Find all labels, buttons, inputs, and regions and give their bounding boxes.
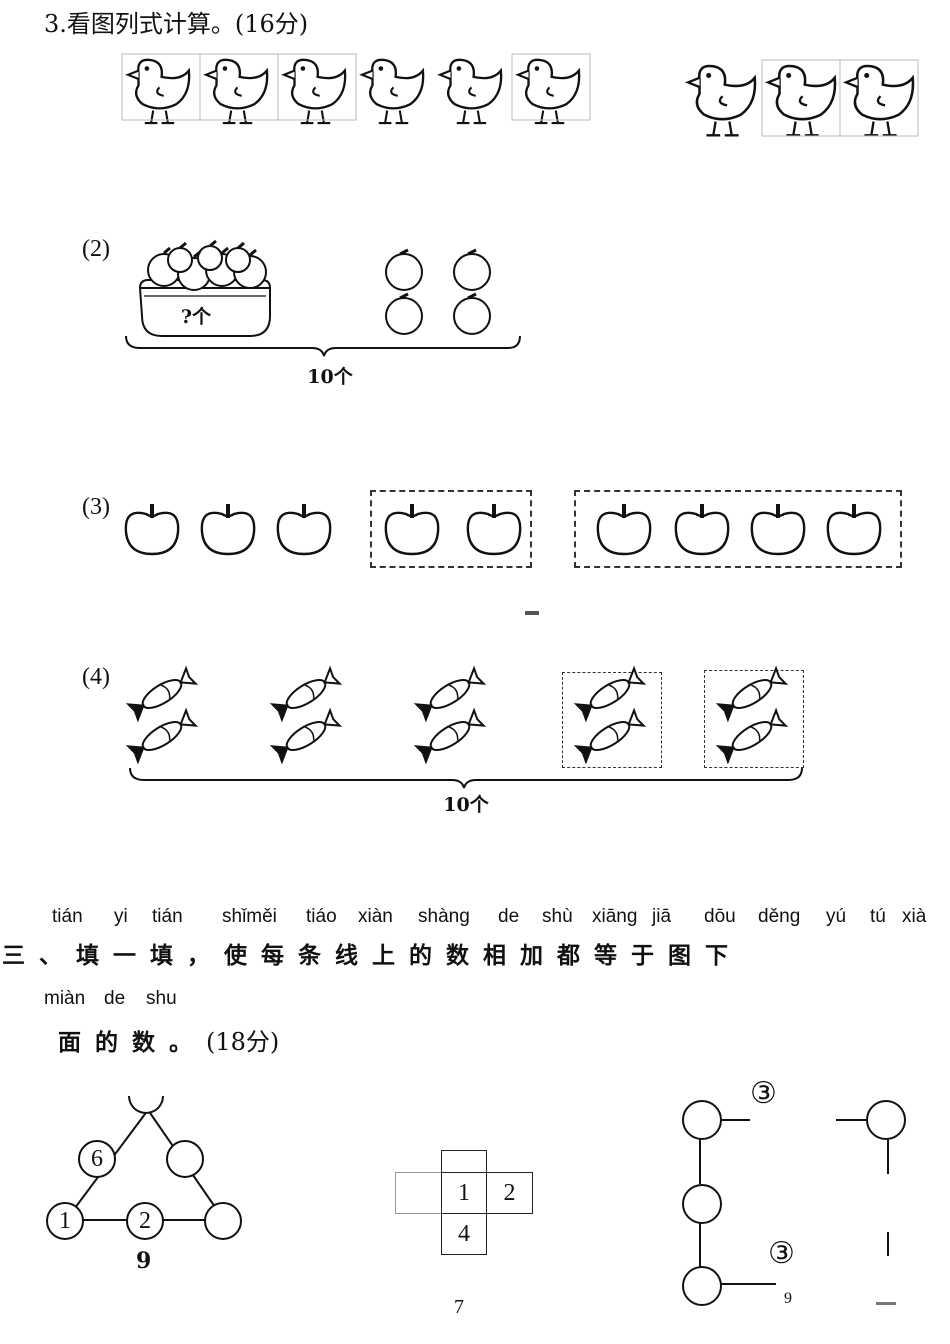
q4-total-label: 10个 (443, 794, 489, 816)
candy-icon (269, 707, 343, 765)
basket-icon (138, 279, 271, 337)
cross-left-cell[interactable] (395, 1172, 442, 1214)
triangle-left-mid-circle[interactable]: 6 (78, 1140, 116, 1178)
candy-icon (715, 707, 789, 765)
chick-icon (125, 58, 191, 125)
pinyin-syllable: tián (152, 906, 183, 927)
apple-icon (384, 504, 440, 556)
pinyin-syllable: jiā (652, 906, 672, 927)
cross-top-cell[interactable] (441, 1150, 487, 1172)
triangle-bottom-right-circle[interactable] (204, 1202, 242, 1240)
apple-icon (466, 504, 522, 556)
dashed-group-box (704, 670, 804, 768)
apple-icon (750, 504, 806, 556)
apple-icon (200, 504, 256, 556)
triangle-right-mid-circle[interactable] (166, 1140, 204, 1178)
pinyin-syllable: tián (52, 906, 83, 927)
pinyin-syllable: yú (826, 906, 847, 927)
pinyin-syllable: de (498, 906, 520, 927)
pinyin-syllable: xià (902, 906, 927, 927)
apple-icon (276, 504, 332, 556)
square-sum-label: 9 (784, 1290, 792, 1307)
pinyin-syllable: tú (870, 906, 886, 927)
cross-bottom-cell[interactable]: 4 (441, 1213, 487, 1255)
pinyin-syllable: tiáo (306, 906, 337, 927)
triangle-bottom-left-circle[interactable]: 1 (46, 1202, 84, 1240)
chick-icon (764, 64, 837, 137)
q3-apples (124, 504, 882, 556)
candy-icon (125, 707, 199, 765)
pinyin-syllable: dōu (704, 906, 736, 927)
section-3-heading-line-1: 三、填一填，使每条线上的数相加都等于图下 (2, 943, 742, 969)
q4-candies (125, 665, 789, 765)
pinyin-syllable: shǐměi (222, 906, 277, 927)
pinyin-syllable: shù (542, 906, 573, 927)
chick-icon (842, 64, 915, 137)
section-3-heading-line-2-wrap: 面的数。(18分) (58, 1022, 279, 1057)
dashed-group-box (562, 672, 662, 768)
candy-icon (269, 665, 343, 723)
chick-icon (359, 58, 425, 125)
pinyin-syllable: xiāng (592, 906, 638, 927)
square-top-value[interactable]: ③ (750, 1076, 777, 1111)
dashed-group-box (574, 490, 902, 568)
section-3-points: (18分) (206, 1028, 280, 1056)
q2-figure (125, 239, 521, 357)
scan-mark (525, 611, 539, 615)
basket-apples-icon (147, 245, 267, 291)
pinyin-syllable: yi (114, 906, 128, 927)
pinyin-syllable: xiàn (358, 906, 393, 927)
candy-icon (715, 665, 789, 723)
pinyin-syllable: děng (758, 906, 801, 927)
pinyin-syllable: de (104, 988, 126, 1009)
q2-total-label: 10个 (307, 366, 353, 388)
candy-icon (573, 707, 647, 765)
cross-center-cell[interactable]: 1 (441, 1172, 487, 1214)
chick-icon (281, 58, 347, 125)
question-3-label: (3) (82, 494, 110, 520)
question-2-label: (2) (82, 236, 110, 262)
pinyin-syllable: shàng (418, 906, 470, 927)
square-top-left-circle[interactable] (682, 1100, 722, 1140)
apple-icon (826, 504, 882, 556)
pinyin-syllable: miàn (44, 988, 86, 1009)
cross-right-cell[interactable]: 2 (486, 1172, 533, 1214)
brace-line (125, 335, 521, 357)
chick-icon (684, 64, 757, 137)
square-lines (699, 1119, 889, 1285)
question-4-label: (4) (82, 664, 110, 690)
chick-icon (515, 58, 581, 125)
loose-apples-icon (385, 253, 491, 335)
cross-sum-label: 7 (454, 1296, 464, 1318)
chicks-drawing (121, 53, 919, 137)
chick-icon (203, 58, 269, 125)
candy-icon (125, 665, 199, 723)
apple-icon (674, 504, 730, 556)
chick-icon (437, 58, 503, 125)
candy-icon (413, 665, 487, 723)
square-left-mid-circle[interactable] (682, 1184, 722, 1224)
q4-brace (129, 767, 803, 789)
basket-question-label: ?个 (180, 306, 212, 328)
section-title: 3.看图列式计算。(16分) (44, 10, 309, 38)
apple-icon (596, 504, 652, 556)
section-3-heading-line-2: 面的数。 (58, 1030, 206, 1056)
square-bottom-left-circle[interactable] (682, 1266, 722, 1306)
apple-icon (124, 504, 180, 556)
square-top-right-circle[interactable] (866, 1100, 906, 1140)
triangle-sum-label: 9 (136, 1248, 152, 1274)
pinyin-syllable: shu (146, 988, 177, 1009)
triangle-bottom-mid-circle[interactable]: 2 (126, 1202, 164, 1240)
square-bottom-value[interactable]: ③ (768, 1236, 795, 1271)
chick-illustration (121, 53, 922, 144)
candy-icon (413, 707, 487, 765)
scan-mark (876, 1302, 896, 1305)
dashed-group-box (370, 490, 532, 568)
candy-icon (573, 665, 647, 723)
